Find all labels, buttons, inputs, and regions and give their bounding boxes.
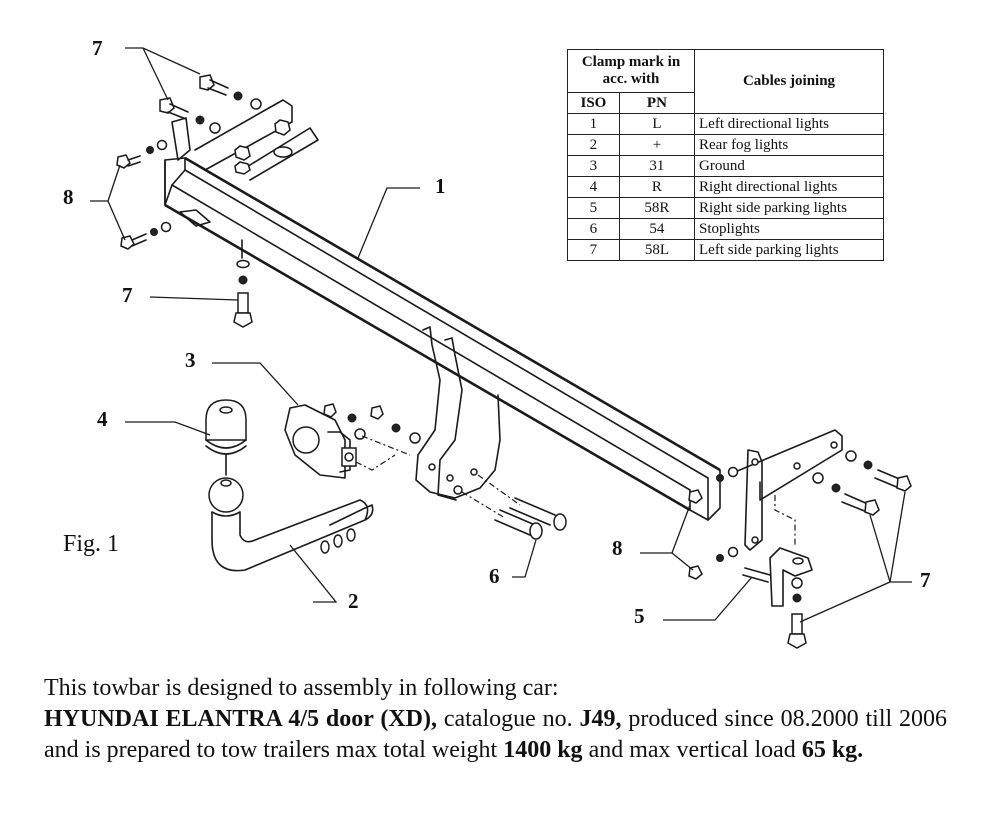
iso-cell: 6 [567, 218, 620, 240]
description-intro: This towbar is designed to assembly in f… [44, 675, 559, 701]
right-bracket [688, 429, 912, 649]
production-text: produced since 08.2000 till 2006 and is … [44, 706, 948, 763]
iso-cell: 5 [567, 197, 620, 219]
cable-cell: Right side parking lights [694, 197, 884, 219]
pn-cell: 31 [618, 155, 696, 177]
callout-3: 3 [185, 348, 196, 372]
iso-cell: 7 [567, 239, 620, 261]
center-bracket [415, 326, 567, 540]
leader-lines [90, 47, 912, 623]
pn-cell: 54 [618, 218, 696, 240]
callout-4: 4 [97, 407, 108, 431]
cable-joining-table: Clamp mark in acc. with Cables joining I… [567, 49, 884, 261]
iso-cell: 4 [567, 176, 620, 198]
left-bracket [171, 99, 319, 227]
callout-5: 5 [634, 604, 645, 628]
header-cables-joining: Cables joining [694, 49, 884, 114]
iso-cell: 2 [567, 134, 620, 156]
table-row: 2+Rear fog lights [567, 134, 884, 156]
pn-cell: R [618, 176, 696, 198]
pn-cell: L [618, 113, 696, 135]
pn-cell: 58L [618, 239, 696, 261]
vehicle-description: This towbar is designed to assembly in f… [44, 673, 947, 766]
tow-ball-parts [205, 399, 374, 572]
cable-cell: Left side parking lights [694, 239, 884, 261]
header-clamp-mark: Clamp mark in acc. with [567, 49, 695, 93]
catalogue-number: J49, [579, 706, 622, 732]
header-pn: PN [618, 92, 696, 114]
callout-8-right: 8 [612, 536, 623, 560]
callout-7-mid: 7 [122, 283, 133, 307]
top-left-bolts [116, 74, 262, 328]
car-model: HYUNDAI ELANTRA 4/5 door (XD), [44, 706, 437, 732]
callout-8-left: 8 [63, 185, 74, 209]
header-iso: ISO [567, 92, 620, 114]
callout-2: 2 [348, 589, 359, 613]
pn-cell: + [618, 134, 696, 156]
cable-cell: Ground [694, 155, 884, 177]
figure-label: Fig. 1 [63, 531, 120, 557]
cable-cell: Rear fog lights [694, 134, 884, 156]
iso-cell: 3 [567, 155, 620, 177]
cable-cell: Right directional lights [694, 176, 884, 198]
cable-cell: Stoplights [694, 218, 884, 240]
cable-cell: Left directional lights [694, 113, 884, 135]
pn-cell: 58R [618, 197, 696, 219]
callout-1: 1 [435, 174, 446, 198]
towbar-exploded-diagram [90, 47, 912, 649]
callout-7-right: 7 [920, 568, 931, 592]
callout-6: 6 [489, 564, 500, 588]
callout-7-top: 7 [92, 36, 103, 60]
catalogue-prefix: catalogue no. [436, 706, 580, 732]
description-body: HYUNDAI ELANTRA 4/5 door (XD), catalogue… [44, 704, 947, 766]
vertical-load: 65 kg. [801, 737, 864, 763]
max-text: and max vertical load [582, 737, 802, 763]
socket-plate-part-3 [284, 403, 421, 479]
max-weight: 1400 kg [503, 737, 583, 763]
iso-cell: 1 [567, 113, 620, 135]
